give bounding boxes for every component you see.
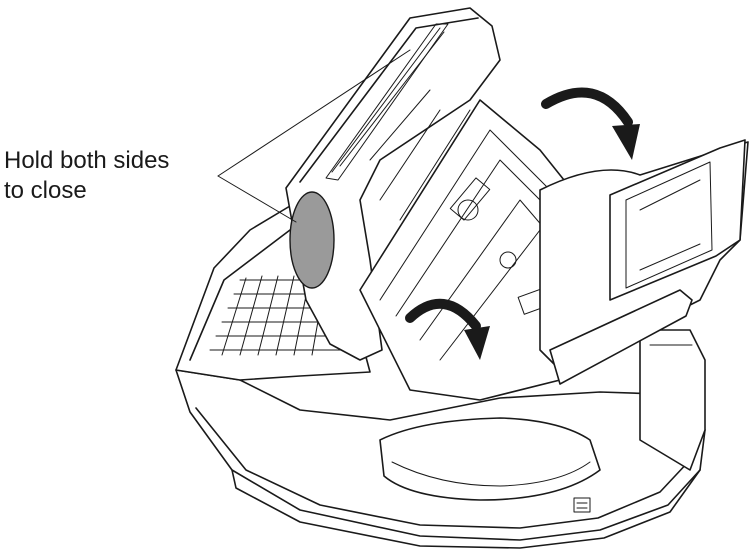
callout-line-1: Hold both sides [4, 147, 170, 174]
callout-label: Hold both sides to close [4, 146, 169, 206]
curved-arrow-clockwise-icon [541, 87, 640, 160]
serial-label [573, 497, 591, 513]
scanner-paper-chute [539, 139, 749, 385]
callout-leader [217, 49, 411, 223]
scanner-base [175, 329, 706, 549]
grip-highlight [289, 191, 335, 289]
callout-line-2: to close [4, 177, 87, 204]
lid-vent [325, 23, 449, 181]
curved-arrow-clockwise-icon [405, 298, 490, 360]
